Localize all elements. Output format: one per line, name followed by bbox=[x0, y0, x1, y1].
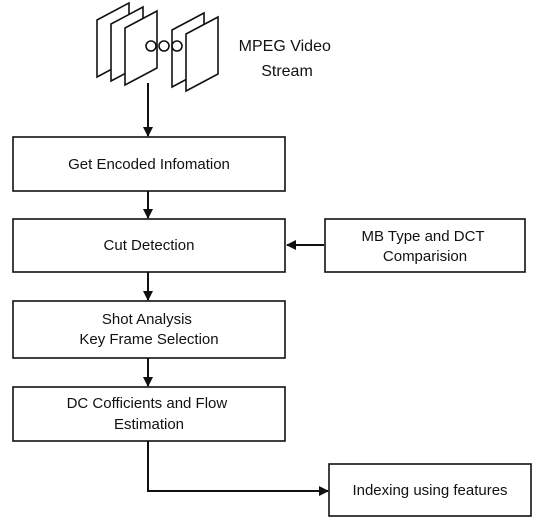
node-label-line: DC Cofficients and Flow bbox=[67, 395, 228, 412]
node-label-line: Cut Detection bbox=[104, 237, 195, 254]
node-label: Indexing using features bbox=[352, 482, 507, 499]
node-label: Get Encoded Infomation bbox=[68, 156, 230, 173]
edge-dc-to-indexing bbox=[147, 441, 329, 496]
stream-label-line: Stream bbox=[261, 63, 313, 80]
node-shot-analysis: Shot Analysis Key Frame Selection bbox=[12, 300, 286, 359]
node-label-line: Estimation bbox=[114, 416, 184, 433]
node-label-line: Indexing using features bbox=[352, 482, 507, 499]
node-label: DC Cofficients and Flow Estimation bbox=[67, 395, 232, 433]
node-indexing-using-features: Indexing using features bbox=[328, 463, 532, 517]
node-mb-type-dct-comparision: MB Type and DCT Comparision bbox=[324, 218, 526, 273]
video-frames-icon bbox=[96, 1, 219, 93]
node-label: Shot Analysis Key Frame Selection bbox=[79, 311, 218, 348]
node-get-encoded-information: Get Encoded Infomation bbox=[12, 136, 286, 192]
stream-label: MPEG Video Stream bbox=[239, 38, 336, 80]
node-label-line: Shot Analysis bbox=[102, 311, 192, 328]
node-label-line: Get Encoded Infomation bbox=[68, 156, 230, 173]
node-label: Cut Detection bbox=[104, 237, 195, 254]
node-dc-coefficients-flow-estimation: DC Cofficients and Flow Estimation bbox=[12, 386, 286, 442]
stream-label-line: MPEG Video bbox=[239, 38, 331, 55]
node-cut-detection: Cut Detection bbox=[12, 218, 286, 273]
node-label-line: Key Frame Selection bbox=[79, 331, 218, 348]
node-label: MB Type and DCT Comparision bbox=[361, 228, 488, 265]
node-label-line: Comparision bbox=[383, 248, 467, 265]
node-label-line: MB Type and DCT bbox=[361, 228, 484, 245]
